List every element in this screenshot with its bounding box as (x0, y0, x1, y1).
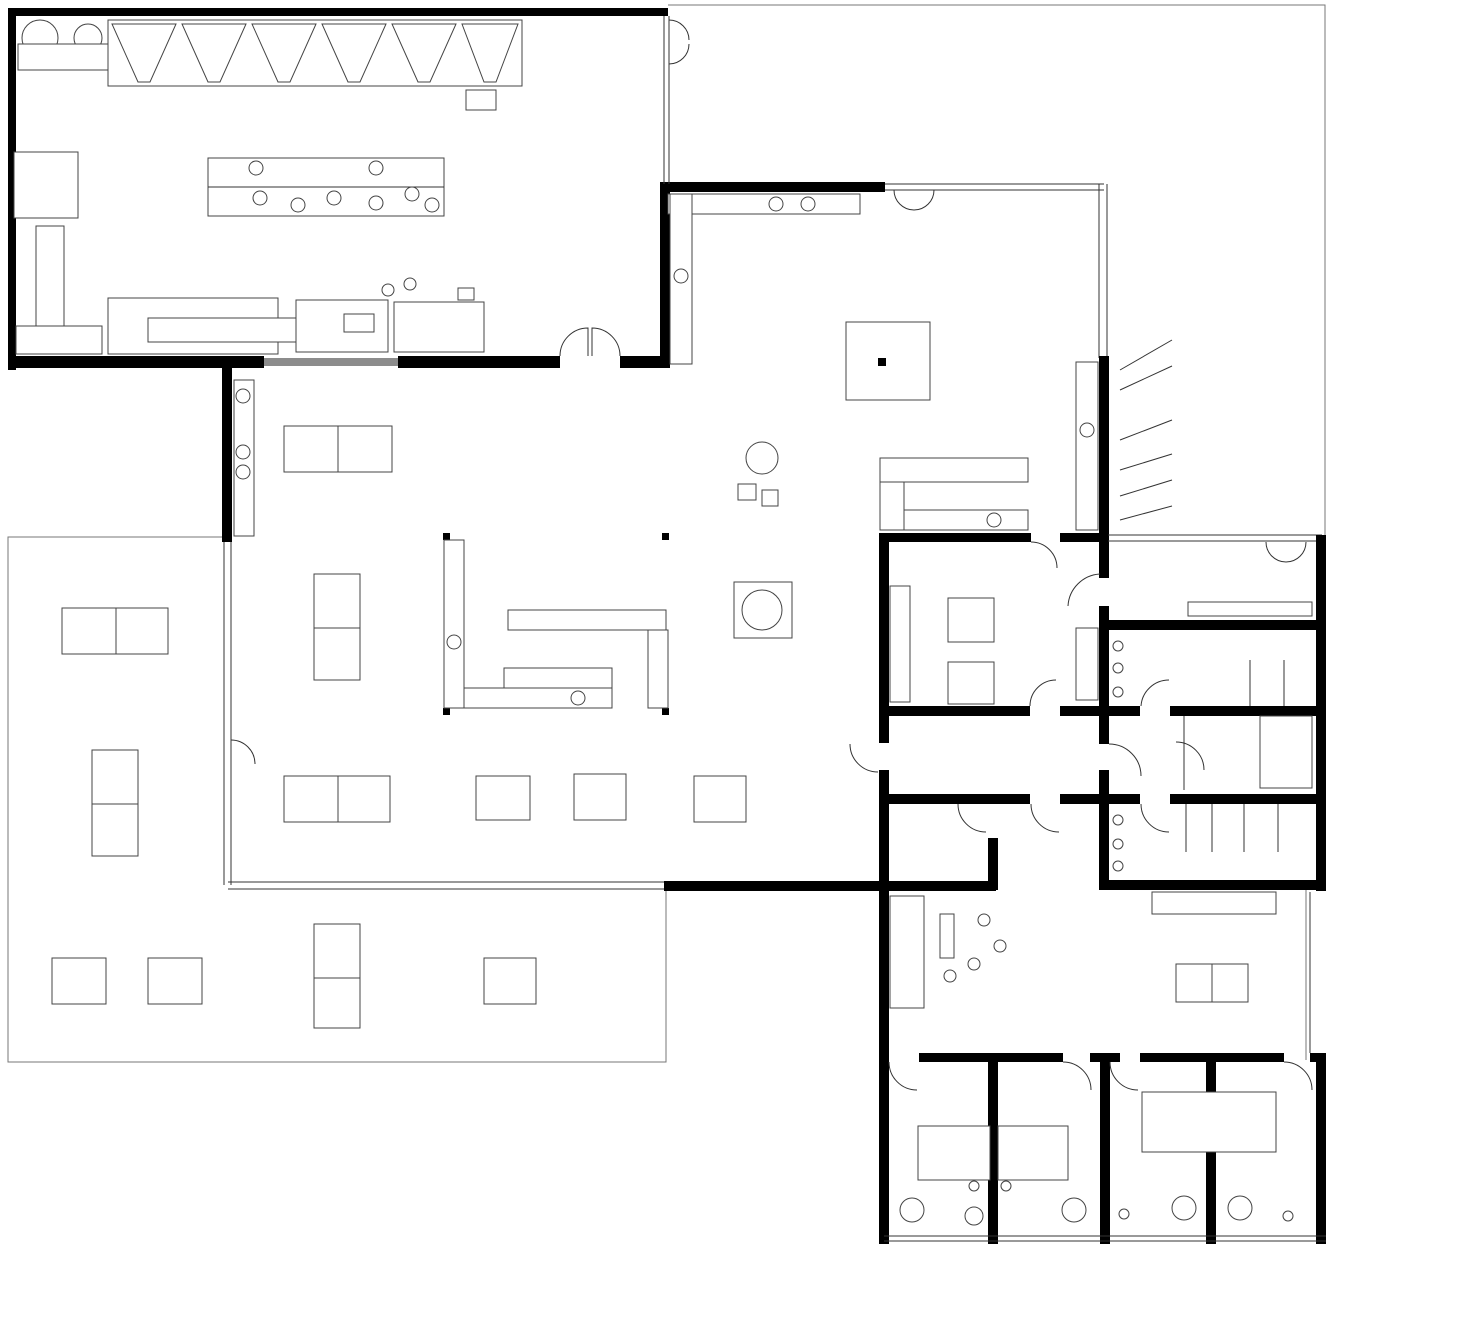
hall-tables (283, 425, 747, 823)
site-boundary (7, 4, 1326, 1063)
office-block (849, 533, 1326, 891)
kitchen-island (443, 533, 669, 715)
terrace-tables (51, 607, 537, 1029)
lounge (889, 891, 1277, 1009)
stove-island (733, 321, 1029, 639)
conveyor-line (107, 277, 485, 355)
tank-group (13, 19, 109, 355)
hopper-row (107, 19, 523, 111)
central-hall (222, 183, 1109, 891)
bike-rack (1119, 339, 1173, 521)
machine-bank (207, 157, 445, 217)
production-hall (8, 8, 885, 370)
bedroom-block (879, 890, 1326, 1244)
